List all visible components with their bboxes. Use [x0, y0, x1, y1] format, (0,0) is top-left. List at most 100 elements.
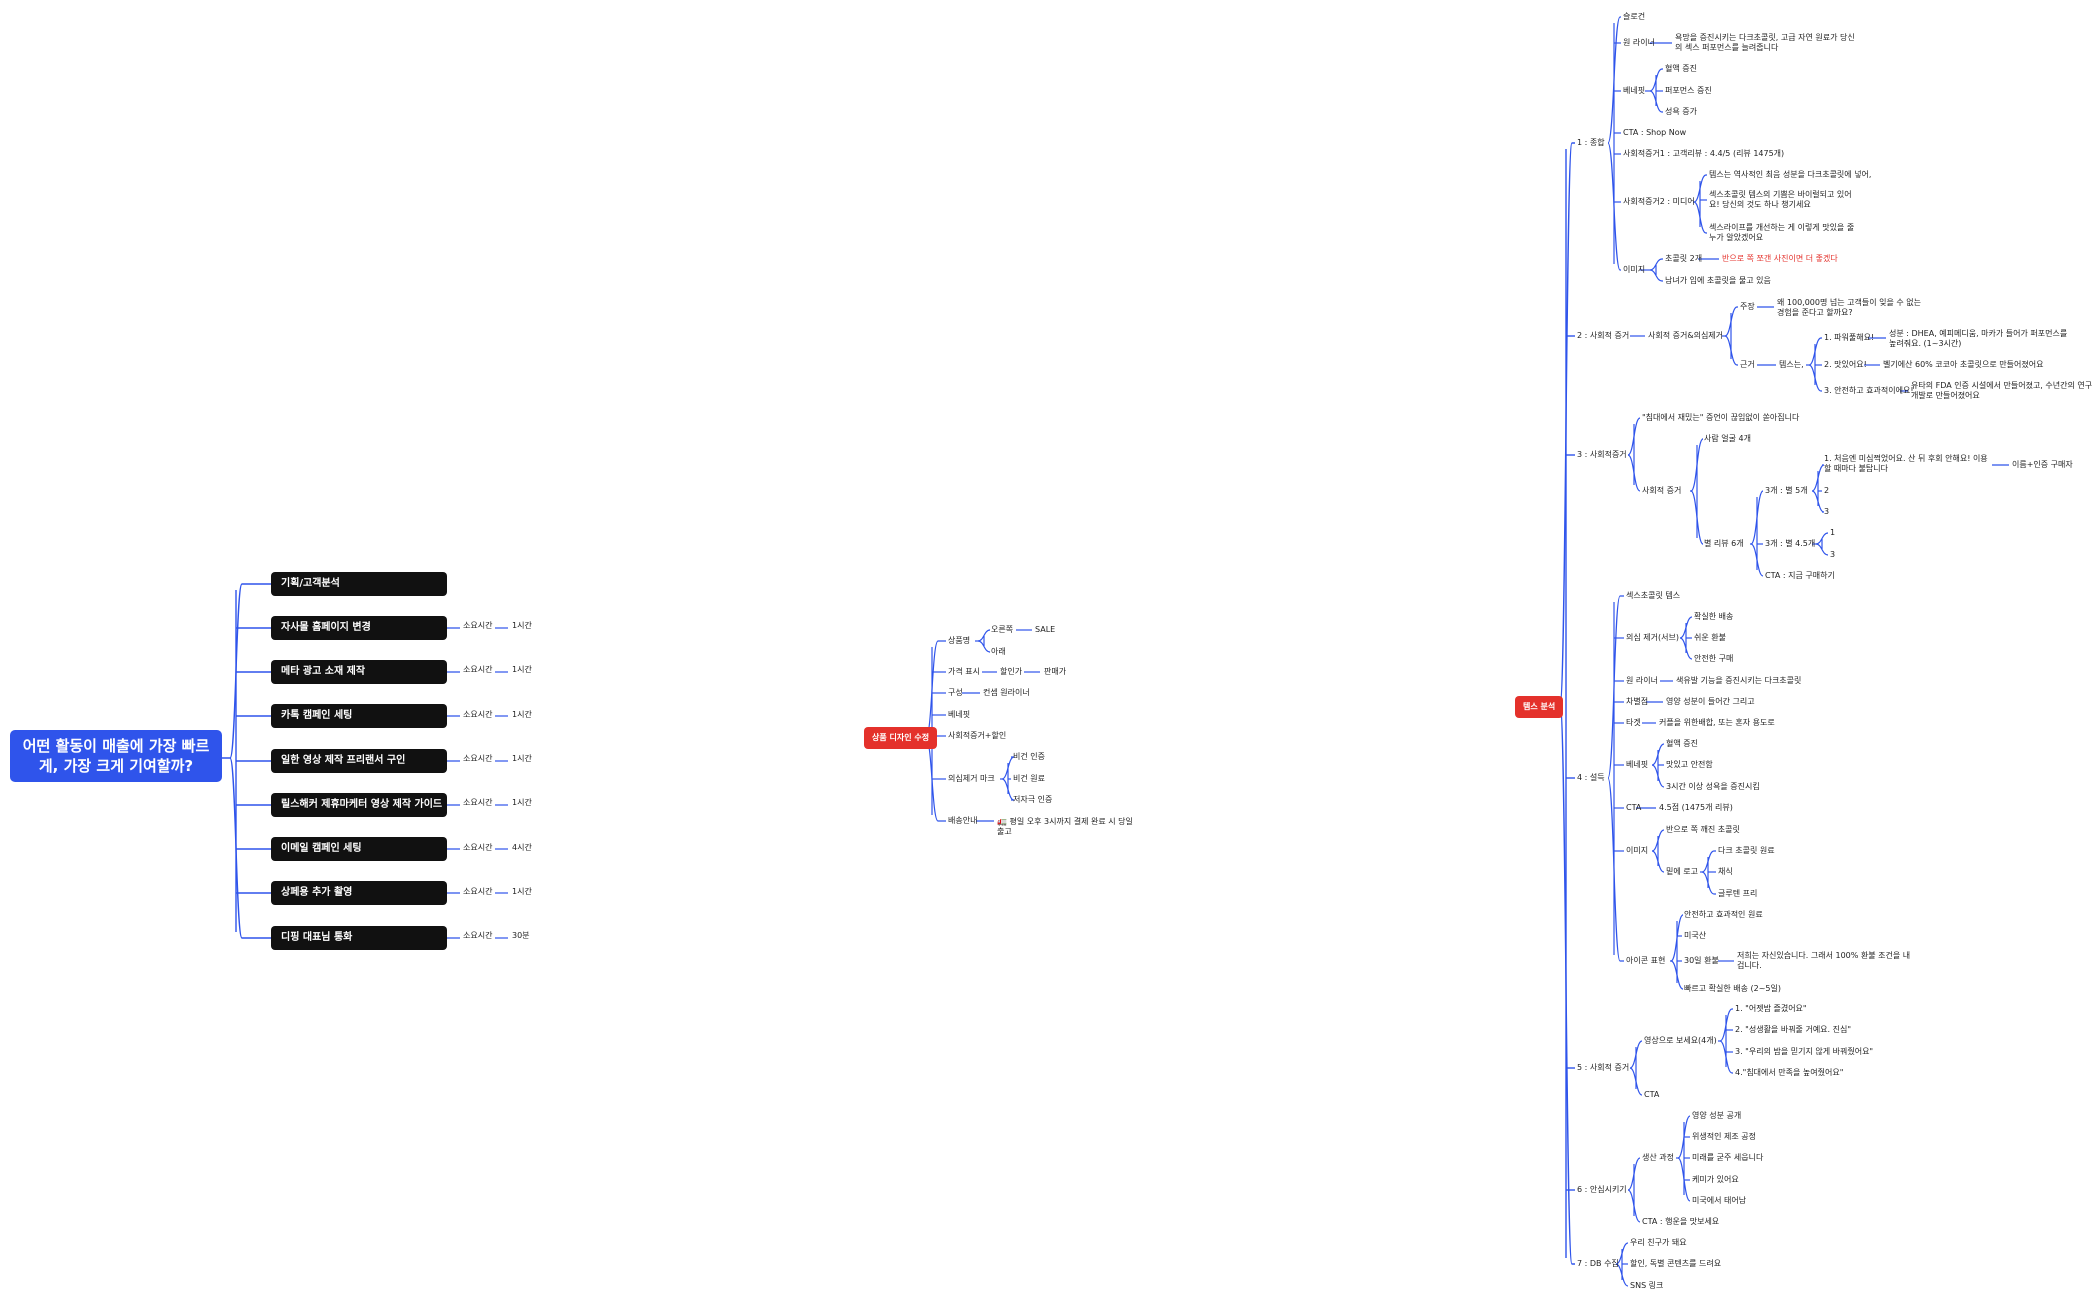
node[interactable]: 생산 과정 — [1642, 1153, 1674, 1162]
node[interactable]: 사회적 증거&의심제거 — [1648, 331, 1724, 340]
node[interactable]: 사회적증거2 : 미디어 — [1623, 197, 1695, 206]
node[interactable]: 2. 맛있어요! — [1824, 360, 1867, 369]
node[interactable]: 섹스라이프를 개선하는 게 이렇게 맛있을 줄 누가 알았겠어요 — [1709, 223, 1855, 242]
node[interactable]: 쉬운 환불 — [1694, 633, 1726, 642]
task-node[interactable]: 카톡 캠페인 세팅 — [271, 704, 447, 728]
node[interactable]: 3개 : 별 5개 — [1765, 486, 1808, 495]
node[interactable]: 우리 친구가 돼요 — [1630, 1238, 1687, 1247]
node[interactable]: 원 라이너 — [1626, 676, 1658, 685]
branch-node[interactable]: 배송안내 — [948, 816, 978, 825]
node[interactable]: 성욕 증가 — [1665, 107, 1697, 116]
node[interactable]: 케미가 있어요 — [1692, 1175, 1739, 1184]
node[interactable]: 1. 처음엔 미심쩍었어요. 산 뒤 후회 안해요! 이용 할 때마다 불탑니다 — [1824, 454, 1988, 473]
node[interactable]: 남녀가 입에 초콜릿을 물고 있음 — [1665, 276, 1771, 285]
node[interactable]: CTA — [1644, 1090, 1660, 1099]
section-7[interactable]: 7 : DB 수집 — [1577, 1259, 1619, 1268]
node[interactable]: 확실한 배송 — [1694, 612, 1734, 621]
node[interactable]: 색유발 기능을 증진시키는 다크초콜릿 — [1676, 676, 1802, 685]
node[interactable]: 3. "우리의 밤을 믿기지 않게 바꿔줬어요" — [1735, 1047, 1874, 1056]
node[interactable]: 영양 성분 공개 — [1692, 1111, 1742, 1120]
node[interactable]: 3시간 이상 성욕을 증진시킴 — [1666, 782, 1760, 791]
node[interactable]: 2. "성생활을 바꿔줄 거예요. 진심" — [1735, 1025, 1852, 1034]
section-2[interactable]: 2 : 사회적 증거 — [1577, 331, 1630, 340]
node[interactable]: 빠르고 확실한 배송 (2~5일) — [1684, 984, 1781, 993]
leaf-node[interactable]: 판매가 — [1044, 667, 1067, 676]
node[interactable]: 타겟 — [1626, 718, 1641, 727]
node[interactable]: 1 — [1830, 528, 1836, 537]
node[interactable]: 30일 환불 — [1684, 956, 1719, 965]
node[interactable]: 근거 — [1740, 360, 1755, 369]
thems-analysis-hub[interactable]: 템스 분석 — [1515, 696, 1564, 718]
task-node[interactable]: 상페용 추가 촬영 — [271, 881, 447, 905]
node[interactable]: 미래를 굳주 세웁니다 — [1692, 1153, 1764, 1162]
node[interactable]: 1. 파워풀해요! — [1824, 333, 1875, 342]
node[interactable]: 3 — [1830, 550, 1836, 559]
node[interactable]: 1. "어젯밤 즐겼어요" — [1735, 1004, 1807, 1013]
task-node[interactable]: 릴스해커 제휴마케터 영상 제작 가이드 — [271, 793, 447, 817]
node[interactable]: 베네핏 — [1626, 760, 1649, 769]
leaf-node[interactable]: 컨셉 원라이너 — [983, 688, 1030, 697]
section-1[interactable]: 1 : 종합 — [1577, 138, 1605, 147]
node[interactable]: CTA : 지금 구매하기 — [1765, 571, 1835, 580]
node[interactable]: 사람 얼굴 4개 — [1704, 434, 1751, 443]
leaf-node[interactable]: 저자극 인증 — [1013, 795, 1053, 804]
node[interactable]: 섹스초콜릿 템스의 기쁨은 바이럴되고 있어요! 당신의 것도 하나 챙기세요 — [1709, 190, 1852, 209]
section-6[interactable]: 6 : 안심시키기 — [1577, 1185, 1627, 1194]
node[interactable]: 3개 : 별 4.5개 — [1765, 539, 1816, 548]
node[interactable]: 위생적인 제조 공정 — [1692, 1132, 1756, 1141]
node[interactable]: 혈액 증진 — [1665, 64, 1697, 73]
node[interactable]: CTA — [1626, 803, 1642, 812]
section-3[interactable]: 3 : 사회적증거 — [1577, 450, 1627, 459]
node[interactable]: 4."침대에서 만족을 높여줬어요" — [1735, 1068, 1844, 1077]
leaf-node[interactable]: 🚛 평일 오후 3시까지 결제 완료 시 당일 출고 — [997, 817, 1133, 836]
task-node[interactable]: 자사몰 홈페이지 변경 — [271, 616, 447, 640]
node[interactable]: 채식 — [1718, 867, 1733, 876]
task-node[interactable]: 일한 영상 제작 프리랜서 구인 — [271, 749, 447, 773]
branch-node[interactable]: 사회적증거+할인 — [948, 731, 1007, 740]
branch-node[interactable]: 베네핏 — [948, 710, 971, 719]
node[interactable]: 템스는, — [1779, 360, 1804, 369]
node[interactable]: 3 — [1824, 507, 1830, 516]
node[interactable]: 섹스초콜릿 템스 — [1626, 591, 1681, 600]
node[interactable]: 안전하고 효과적인 원료 — [1684, 910, 1763, 919]
node[interactable]: CTA : Shop Now — [1623, 128, 1687, 137]
leaf-node[interactable]: SALE — [1035, 625, 1056, 634]
node[interactable]: 성분 : DHEA, 예피메디움, 마카가 들어가 퍼포먼스를 높려줘요. (1… — [1889, 329, 2068, 348]
branch-node[interactable]: 가격 표시 — [948, 667, 980, 676]
node[interactable]: 글루텐 프리 — [1718, 889, 1758, 898]
node[interactable]: 이미지 — [1623, 265, 1646, 274]
node[interactable]: 반으로 쪽 깨진 초콜릿 — [1666, 825, 1740, 834]
node[interactable]: 주장 — [1740, 302, 1755, 311]
leaf-node[interactable]: 오른쪽 — [991, 625, 1014, 634]
node[interactable]: 사회적증거1 : 고객리뷰 : 4.4/5 (리뷰 1475개) — [1623, 149, 1785, 158]
root-topic[interactable]: 어떤 활동이 매출에 가장 빠르게, 가장 크게 기여할까? — [10, 730, 222, 782]
task-node[interactable]: 기획/고객분석 — [271, 572, 447, 596]
node[interactable]: 저희는 자신있습니다. 그래서 100% 환불 조건을 내겁니다. — [1737, 951, 1911, 970]
node[interactable]: 커플을 위한배합, 또는 혼자 용도로 — [1659, 718, 1775, 727]
node[interactable]: 템스는 역사적인 최음 성분을 다크초콜릿에 넣어, — [1709, 170, 1872, 179]
node[interactable]: 밑에 로고 — [1666, 867, 1698, 876]
node[interactable]: 베네핏 — [1623, 86, 1646, 95]
section-4[interactable]: 4 : 설득 — [1577, 773, 1605, 782]
node[interactable]: 아이콘 표현 — [1626, 956, 1666, 965]
leaf-node[interactable]: 할인가 — [1000, 667, 1023, 676]
node[interactable]: 다크 초콜릿 원료 — [1718, 846, 1775, 855]
branch-node[interactable]: 의심제거 마크 — [948, 774, 995, 783]
branch-node[interactable]: 상품명 — [948, 636, 971, 645]
node[interactable]: 별 리뷰 6개 — [1704, 539, 1744, 548]
node[interactable]: 안전한 구매 — [1694, 654, 1734, 663]
node[interactable]: 욕망을 증진시키는 다크초콜릿, 고급 자연 원료가 당신의 섹스 퍼포먼스를 … — [1675, 33, 1855, 52]
node[interactable]: 맛있고 안전함 — [1666, 760, 1713, 769]
task-node[interactable]: 메타 광고 소재 제작 — [271, 660, 447, 684]
node[interactable]: 4.5점 (1475개 리뷰) — [1659, 803, 1733, 812]
node[interactable]: 3. 안전하고 효과적이에요! — [1824, 386, 1914, 395]
node[interactable]: 퍼포먼스 증진 — [1665, 86, 1712, 95]
task-node[interactable]: 이메일 캠페인 세팅 — [271, 837, 447, 861]
node[interactable]: 슬로건 — [1623, 12, 1646, 21]
node[interactable]: 영상으로 보세요(4개) — [1644, 1036, 1717, 1045]
branch-node[interactable]: 구성 — [948, 688, 963, 697]
task-node[interactable]: 디핑 대표님 통화 — [271, 926, 447, 950]
node[interactable]: 혈액 증진 — [1666, 739, 1698, 748]
node[interactable]: 할인, 독별 콘텐츠를 드려요 — [1630, 1259, 1722, 1268]
node[interactable]: "침대에서 재밌는" 증언이 끊임없이 쏟아집니다 — [1642, 413, 1800, 422]
